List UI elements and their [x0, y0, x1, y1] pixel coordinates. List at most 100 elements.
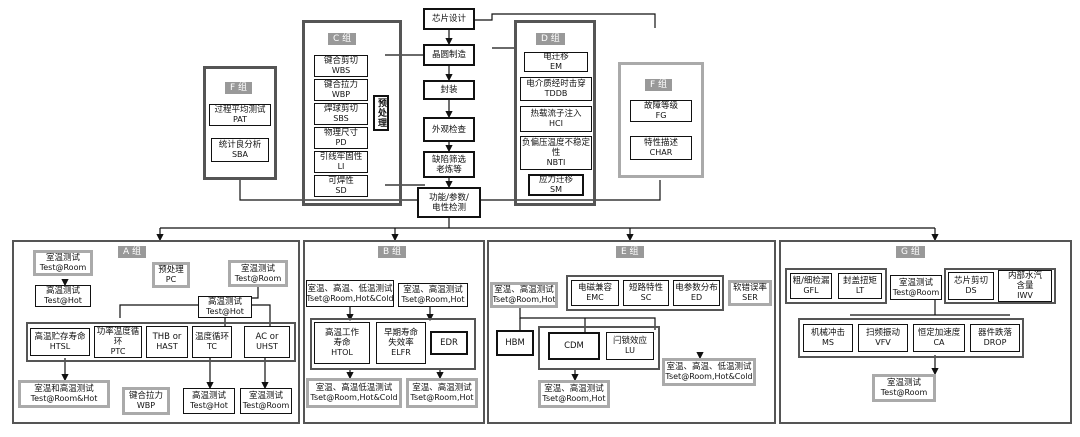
- c-item-sd: 可焊性 SD: [314, 175, 368, 197]
- g-ds: 芯片剪切 DS: [948, 272, 994, 300]
- b-htol-en: HTOL: [331, 348, 353, 357]
- c-item-wbs-cn: 键合剪切: [323, 56, 358, 66]
- c-item-li-cn: 引线牢固性: [319, 152, 363, 162]
- g-lt: 封盖扭矩 LT: [838, 273, 882, 299]
- sba-cn: 统计良分析: [218, 140, 262, 150]
- a-hot-test2-cn: 高温测试: [207, 297, 242, 307]
- a-hot-test: 高温测试 Test@Hot: [35, 285, 91, 307]
- e-cdm: CDM: [548, 332, 600, 360]
- d-item-tddb-cn: 电介质经时击穿: [526, 79, 586, 89]
- a-ptc-en: PTC: [110, 347, 126, 356]
- b-test4: 室温、高温测试 Tset@Room,Hot: [406, 378, 478, 408]
- g-drop: 器件跌落 DROP: [970, 324, 1020, 352]
- group-g: [779, 240, 1072, 424]
- pat-cn: 过程平均测试: [214, 105, 266, 115]
- e-top-group: [566, 275, 724, 311]
- b-htol-cn1: 高温工作: [324, 328, 359, 338]
- c-item-sd-en: SD: [335, 186, 347, 195]
- a-ptc: 功率温度循环 PTC: [94, 326, 142, 358]
- visual-inspection-box: 外观检查: [423, 117, 475, 142]
- char-en: CHAR: [649, 148, 673, 157]
- c-item-pd: 物理尺寸 PD: [314, 127, 368, 149]
- a-room-test-en: Test@Room: [39, 263, 87, 272]
- d-item-sm-cn: 应力迁移: [538, 175, 573, 185]
- g-room-test-cn: 室温测试: [898, 277, 933, 288]
- c-item-pd-cn: 物理尺寸: [323, 128, 358, 138]
- e-sc-en: SC: [640, 293, 652, 302]
- group-c: [302, 20, 402, 206]
- c-item-wbp-en: WBP: [331, 90, 351, 99]
- d-item-em-en: EM: [550, 62, 562, 71]
- g-mech-group: [798, 318, 1024, 358]
- b-edr: EDR: [430, 331, 468, 355]
- a-hot-test-cn: 高温测试: [45, 286, 80, 296]
- g-top-group: [785, 268, 887, 304]
- group-f-tag: F 组: [645, 79, 673, 91]
- group-f: [618, 62, 704, 178]
- group-b-tag: B 组: [378, 246, 407, 258]
- func-test-box: 功能/参数/ 电性检测: [417, 187, 481, 218]
- b-htol-cn2: 寿命: [333, 338, 351, 348]
- d-item-em-cn: 电迁移: [543, 52, 569, 62]
- b-test3: 室温、高温低温测试 Tset@Room,Hot&Cold: [306, 378, 402, 408]
- group-d: [514, 20, 596, 206]
- g-room-test: 室温测试 Test@Room: [890, 275, 942, 300]
- c-item-pd-en: PD: [335, 138, 347, 147]
- a-uhst: AC or UHST: [244, 326, 290, 358]
- a-room-test2-en: Test@Room: [234, 273, 282, 283]
- a-stress-group: [26, 322, 296, 362]
- a-room-test2: 室温测试 Test@Room: [228, 260, 288, 287]
- e-ed-cn: 电参数分布: [675, 283, 718, 293]
- g-drop-en: DROP: [983, 338, 1007, 347]
- b-elfr-en: ELFR: [391, 348, 411, 357]
- g-ms: 机械冲击 MS: [803, 324, 853, 352]
- a-room-test3: 室温测试 Test@Room: [240, 388, 292, 414]
- g-iwv: 内部水汽 含量 IWV: [998, 270, 1052, 302]
- a-hot-test2-en: Test@Hot: [206, 307, 244, 316]
- c-item-sbs-en: SBS: [333, 114, 349, 123]
- a-wbp-en: WBP: [136, 401, 156, 410]
- g-room-test-en: Test@Room: [892, 287, 940, 297]
- e-test2: 室温、高温、低温测试 Tset@Room,Hot&Cold: [662, 358, 756, 386]
- fg-box: 故障等级 FG: [630, 100, 692, 122]
- a-uhst-cn: AC or: [255, 332, 279, 342]
- g-ds-iwv-group: [944, 268, 1056, 304]
- e-test1: 室温、高温测试 Tset@Room,Hot: [490, 282, 558, 308]
- d-item-em: 电迁移 EM: [524, 52, 588, 72]
- chip-design-label: 芯片设计: [431, 14, 466, 24]
- e-test1-cn: 室温、高温测试: [494, 285, 554, 295]
- b-elfr: 早期寿命 失效率 ELFR: [376, 322, 426, 364]
- c-item-sd-cn: 可焊性: [328, 176, 354, 186]
- e-emc-cn: 电磁兼容: [577, 283, 612, 293]
- defect-screen-label-1: 缺陷筛选: [431, 154, 466, 165]
- c-item-li: 引线牢固性 LI: [314, 151, 368, 173]
- g-ds-cn: 芯片剪切: [953, 276, 988, 286]
- e-emc: 电磁兼容 EMC: [571, 280, 619, 306]
- a-room-hot-en: Test@Room&Hot: [30, 394, 98, 403]
- a-hot-test3-cn: 高温测试: [191, 391, 226, 401]
- group-pat-sba-tag: F 组: [225, 82, 253, 94]
- d-item-hci-cn: 热载流子注入: [530, 109, 582, 119]
- a-room-test3-en: Test@Room: [242, 401, 290, 410]
- b-stress-group: [310, 318, 476, 370]
- d-item-tddb: 电介质经时击穿 TDDB: [520, 77, 592, 101]
- g-drop-cn: 器件跌落: [977, 328, 1012, 338]
- group-a-tag: A 组: [118, 246, 147, 258]
- a-hast-en: HAST: [156, 342, 178, 351]
- a-preprocess: 预处理 PC: [152, 262, 190, 288]
- e-lu-en: LU: [625, 346, 635, 355]
- e-ed: 电参数分布 ED: [673, 280, 720, 306]
- b-test1-cn: 室温、高温、低温测试: [307, 283, 393, 294]
- func-test-label-1: 功能/参数/: [429, 192, 469, 203]
- e-hbm-label: HBM: [505, 338, 525, 348]
- b-elfr-cn1: 早期寿命: [383, 328, 418, 338]
- group-e-tag: E 组: [616, 246, 644, 258]
- a-room-hot-cn: 室温和高温测试: [34, 384, 94, 394]
- g-ds-en: DS: [965, 286, 977, 295]
- g-ca: 恒定加速度 CA: [913, 324, 965, 352]
- c-item-wbs: 键合剪切 WBS: [314, 55, 368, 77]
- e-test1-en: Tset@Room,Hot: [492, 295, 556, 304]
- g-ms-cn: 机械冲击: [810, 328, 845, 338]
- g-vfv: 扫频振动 VFV: [858, 324, 908, 352]
